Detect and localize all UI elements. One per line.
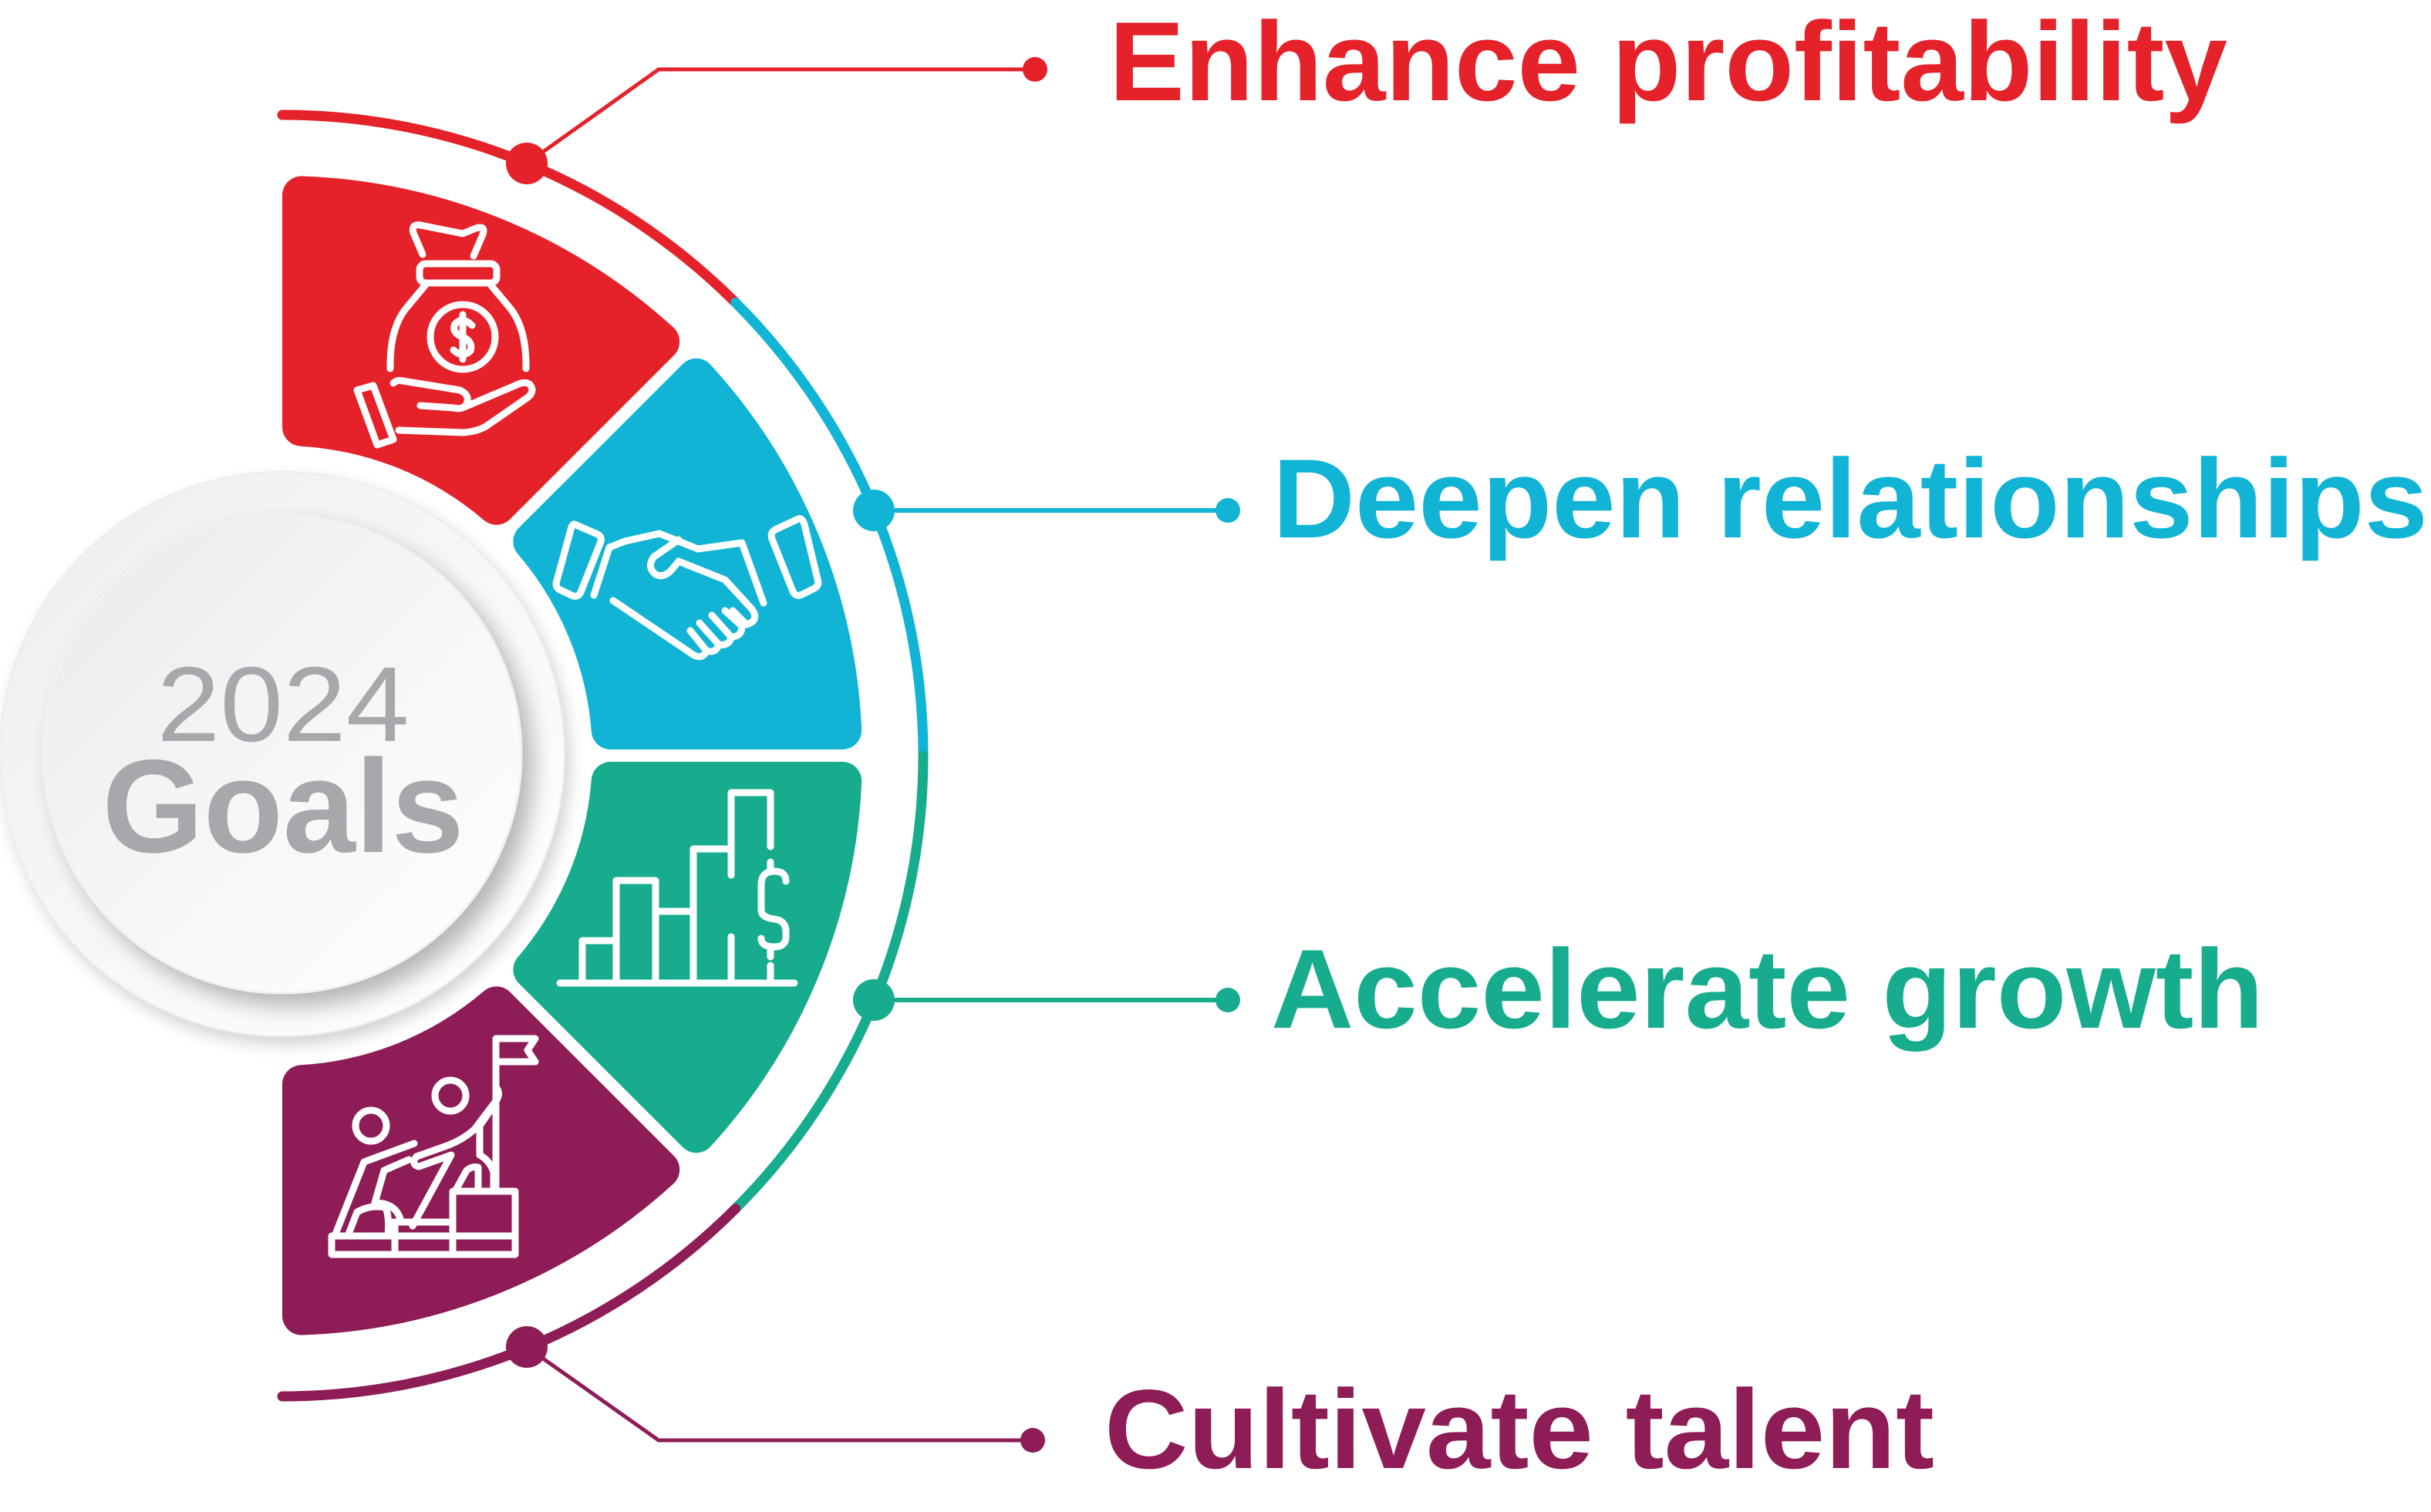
- connector-talent: [506, 1326, 1045, 1453]
- money-bag-hand-icon: [353, 221, 536, 449]
- segment-growth: [513, 762, 862, 1153]
- goal-label-relationships: Deepen relationships: [1273, 436, 2428, 561]
- connector-arc-dot: [853, 979, 895, 1021]
- connector-end-dot: [1216, 498, 1240, 523]
- connector-end-dot: [1023, 57, 1047, 82]
- connector-arc-dot: [506, 1326, 548, 1368]
- connector-line: [525, 1345, 1033, 1443]
- goal-segments: [282, 176, 862, 1335]
- center-year: 2024: [157, 645, 410, 764]
- connector-arc-dot: [506, 143, 548, 184]
- connector-relationships: [853, 490, 1240, 531]
- bar-chart-dollar-icon: [556, 789, 798, 987]
- handshake-icon: [552, 515, 822, 660]
- climbing-flag-icon: [328, 1035, 539, 1258]
- connector-growth: [853, 979, 1240, 1021]
- center-inner-disc: [42, 514, 523, 995]
- connector-end-dot: [1216, 988, 1240, 1012]
- connector-arc-dot: [853, 490, 895, 531]
- goal-label-growth: Accelerate growth: [1271, 926, 2264, 1052]
- connector-line: [525, 67, 1035, 166]
- connector-profitability: [506, 57, 1047, 184]
- segment-relationships: [513, 358, 862, 749]
- goal-label-profitability: Enhance profitability: [1109, 0, 2227, 124]
- center-title: Goals: [103, 732, 464, 881]
- goal-label-talent: Cultivate talent: [1104, 1366, 1934, 1492]
- connector-end-dot: [1020, 1428, 1045, 1453]
- center-badge: 2024 Goals: [0, 471, 565, 1037]
